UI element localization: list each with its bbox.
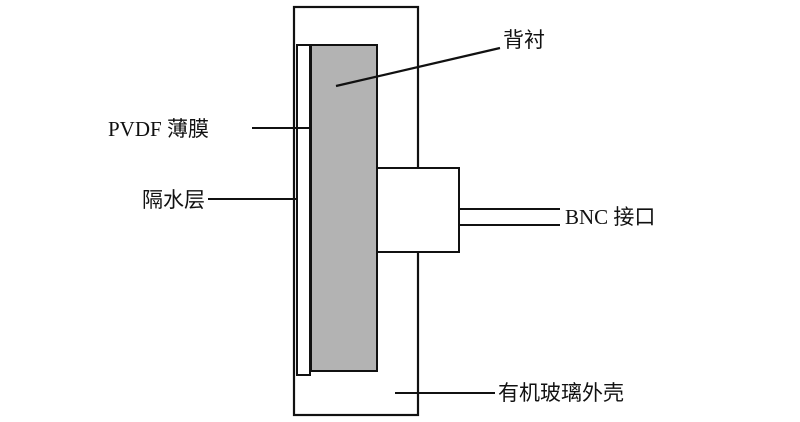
waterproof-layer-strip [296,44,311,376]
label-waterproof-layer: 隔水层 [142,188,205,212]
label-acrylic-housing: 有机玻璃外壳 [498,381,624,405]
backing-block [310,44,378,372]
bnc-connector-body [376,167,460,253]
label-backing: 背衬 [503,28,545,52]
label-pvdf-film: PVDF 薄膜 [108,117,209,141]
label-bnc-connector: BNC 接口 [565,205,655,229]
leader-backing [335,46,501,88]
